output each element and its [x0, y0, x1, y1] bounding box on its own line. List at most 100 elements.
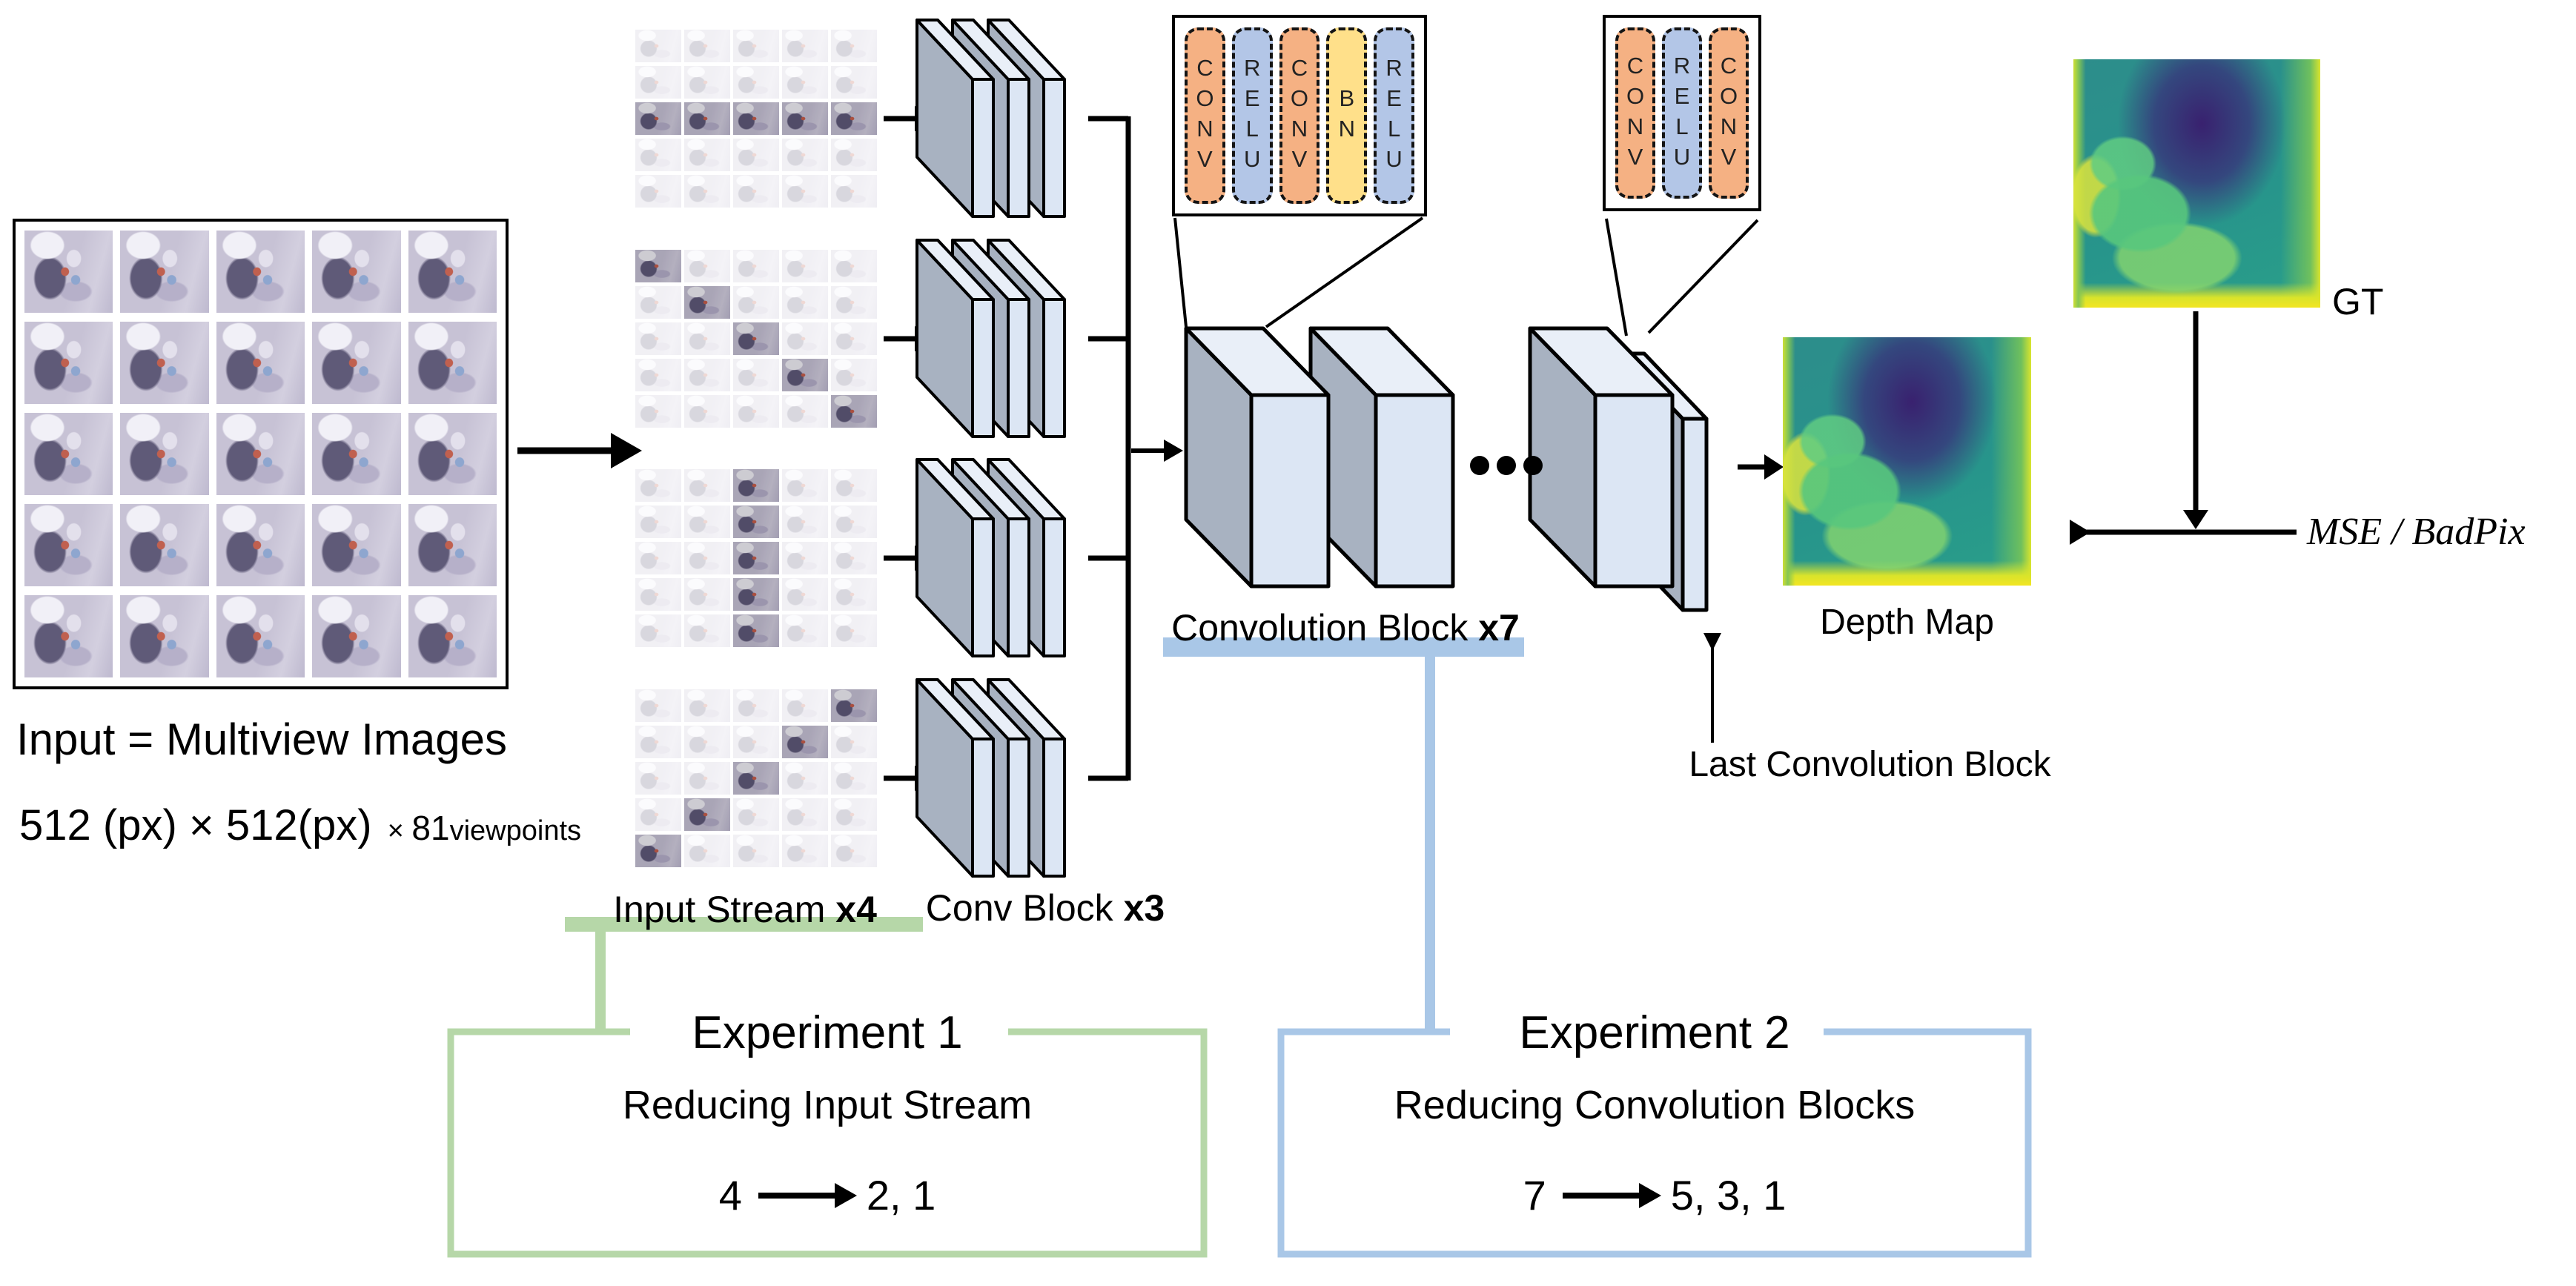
stream-thumbnail [782, 762, 828, 795]
stream-thumbnail [782, 469, 828, 502]
input-stream-label-text: Input Stream [613, 889, 836, 930]
depth-map-image [1783, 337, 2031, 586]
last-conv-pointer-arrow [1703, 633, 1721, 743]
input-stream-grid-horizontal-row [635, 30, 877, 208]
stream-thumbnail [782, 542, 828, 574]
stream-thumbnail [635, 469, 681, 502]
stream-thumbnail [684, 66, 730, 99]
pill-label: BN [1334, 85, 1360, 146]
callout-funnel-lines [1173, 216, 1759, 337]
gt-to-metric-arrow [2183, 311, 2208, 529]
experiment1-title: Experiment 1 [692, 1007, 963, 1058]
stream-thumbnail [635, 578, 681, 611]
metric-to-depthmap-arrow [2070, 520, 2297, 545]
convolution-block-count: x7 [1478, 607, 1520, 649]
multiview-thumbnail [408, 595, 497, 677]
stream-thumbnail [831, 175, 877, 208]
stream-thumbnail-selected [831, 102, 877, 135]
stream-thumbnail [831, 726, 877, 758]
stream-thumbnail-selected [684, 286, 730, 319]
stream-thumbnail [684, 139, 730, 171]
input-stream-underline [565, 917, 923, 932]
stream-thumbnail [782, 286, 828, 319]
input-stream-count: x4 [835, 889, 877, 930]
experiment2-subtitle: Reducing Convolution Blocks [1394, 1083, 1916, 1127]
stream-thumbnail [831, 250, 877, 282]
experiment1-to: 2, 1 [866, 1172, 936, 1219]
pill-label: CONV [1286, 55, 1313, 176]
stream-thumbnail [782, 66, 828, 99]
stream-thumbnail [782, 689, 828, 722]
metric-label: MSE / BadPix [2307, 511, 2526, 553]
stream-thumbnail [782, 395, 828, 428]
conv-pill: CONV [1709, 27, 1749, 199]
dims-main: 512 (px) × 512(px) [19, 801, 372, 849]
stream-thumbnail [635, 395, 681, 428]
stream-thumbnail [635, 359, 681, 391]
conv-pill: CONV [1615, 27, 1655, 199]
multiview-thumbnail [408, 413, 497, 495]
stream-thumbnail [635, 175, 681, 208]
stream-thumbnail [831, 835, 877, 867]
stream-thumbnail-selected [684, 798, 730, 831]
experiment1-change: 4 2, 1 [451, 1171, 1204, 1219]
stream-thumbnail-selected [684, 102, 730, 135]
conv-stacks-3d [915, 19, 1066, 878]
stream-thumbnail [782, 175, 828, 208]
stream-thumbnail [831, 506, 877, 538]
stream-thumbnail [831, 542, 877, 574]
stream-thumbnail [684, 614, 730, 647]
input-stream-grid-vertical-column [635, 469, 877, 647]
multiview-thumbnail [216, 322, 305, 404]
input-stream-grid-main-diagonal [635, 250, 877, 428]
multiview-image-grid [13, 219, 509, 689]
stream-thumbnail [782, 614, 828, 647]
stream-thumbnail [733, 66, 779, 99]
multiview-thumbnail [120, 504, 209, 586]
last-convolution-block-label: Last Convolution Block [1689, 745, 2051, 784]
stream-thumbnail-selected [733, 506, 779, 538]
conv-stack-label-text: Conv Block [925, 887, 1124, 929]
stream-thumbnail [635, 286, 681, 319]
stream-thumbnail [782, 250, 828, 282]
convolution-block-label-text: Convolution Block [1171, 607, 1479, 649]
stream-thumbnail-selected [782, 359, 828, 391]
stream-thumbnail [635, 542, 681, 574]
stream-thumbnail [831, 798, 877, 831]
stream-thumbnail [733, 175, 779, 208]
stream-thumbnail [733, 835, 779, 867]
stream-thumbnail [684, 542, 730, 574]
conv-pill: CONV [1279, 27, 1320, 204]
stream-thumbnail [733, 250, 779, 282]
ellipsis-dots [1470, 456, 1543, 475]
stream-thumbnail-selected [733, 102, 779, 135]
stream-thumbnail [684, 30, 730, 62]
multiview-thumbnail [24, 413, 113, 495]
input-stream-label: Input Stream x4 [549, 888, 941, 931]
stream-thumbnail [684, 322, 730, 355]
stream-thumbnail-selected [733, 542, 779, 574]
block-to-depthmap-arrow [1738, 454, 1784, 480]
relu-pill: RELU [1662, 27, 1702, 199]
multiview-thumbnail [24, 322, 113, 404]
stream-thumbnail [831, 359, 877, 391]
stream-thumbnail [831, 578, 877, 611]
conv-pill: CONV [1185, 27, 1225, 204]
stream-thumbnail [684, 469, 730, 502]
stream-thumbnail [684, 506, 730, 538]
pill-label: RELU [1669, 52, 1695, 174]
experiment2-from: 7 [1523, 1172, 1546, 1219]
viewpoint-word: viewpoints [449, 815, 582, 846]
experiment2-box-border [1277, 1028, 2032, 1258]
stream-thumbnail [733, 726, 779, 758]
stream-thumbnail-selected [782, 726, 828, 758]
stream-thumbnail [782, 506, 828, 538]
stream-thumbnail [635, 66, 681, 99]
stream-thumbnail [635, 689, 681, 722]
relu-pill: RELU [1231, 27, 1273, 204]
convolution-block-underline [1163, 637, 1524, 657]
stream-thumbnail [684, 250, 730, 282]
stream-thumbnail [684, 726, 730, 758]
